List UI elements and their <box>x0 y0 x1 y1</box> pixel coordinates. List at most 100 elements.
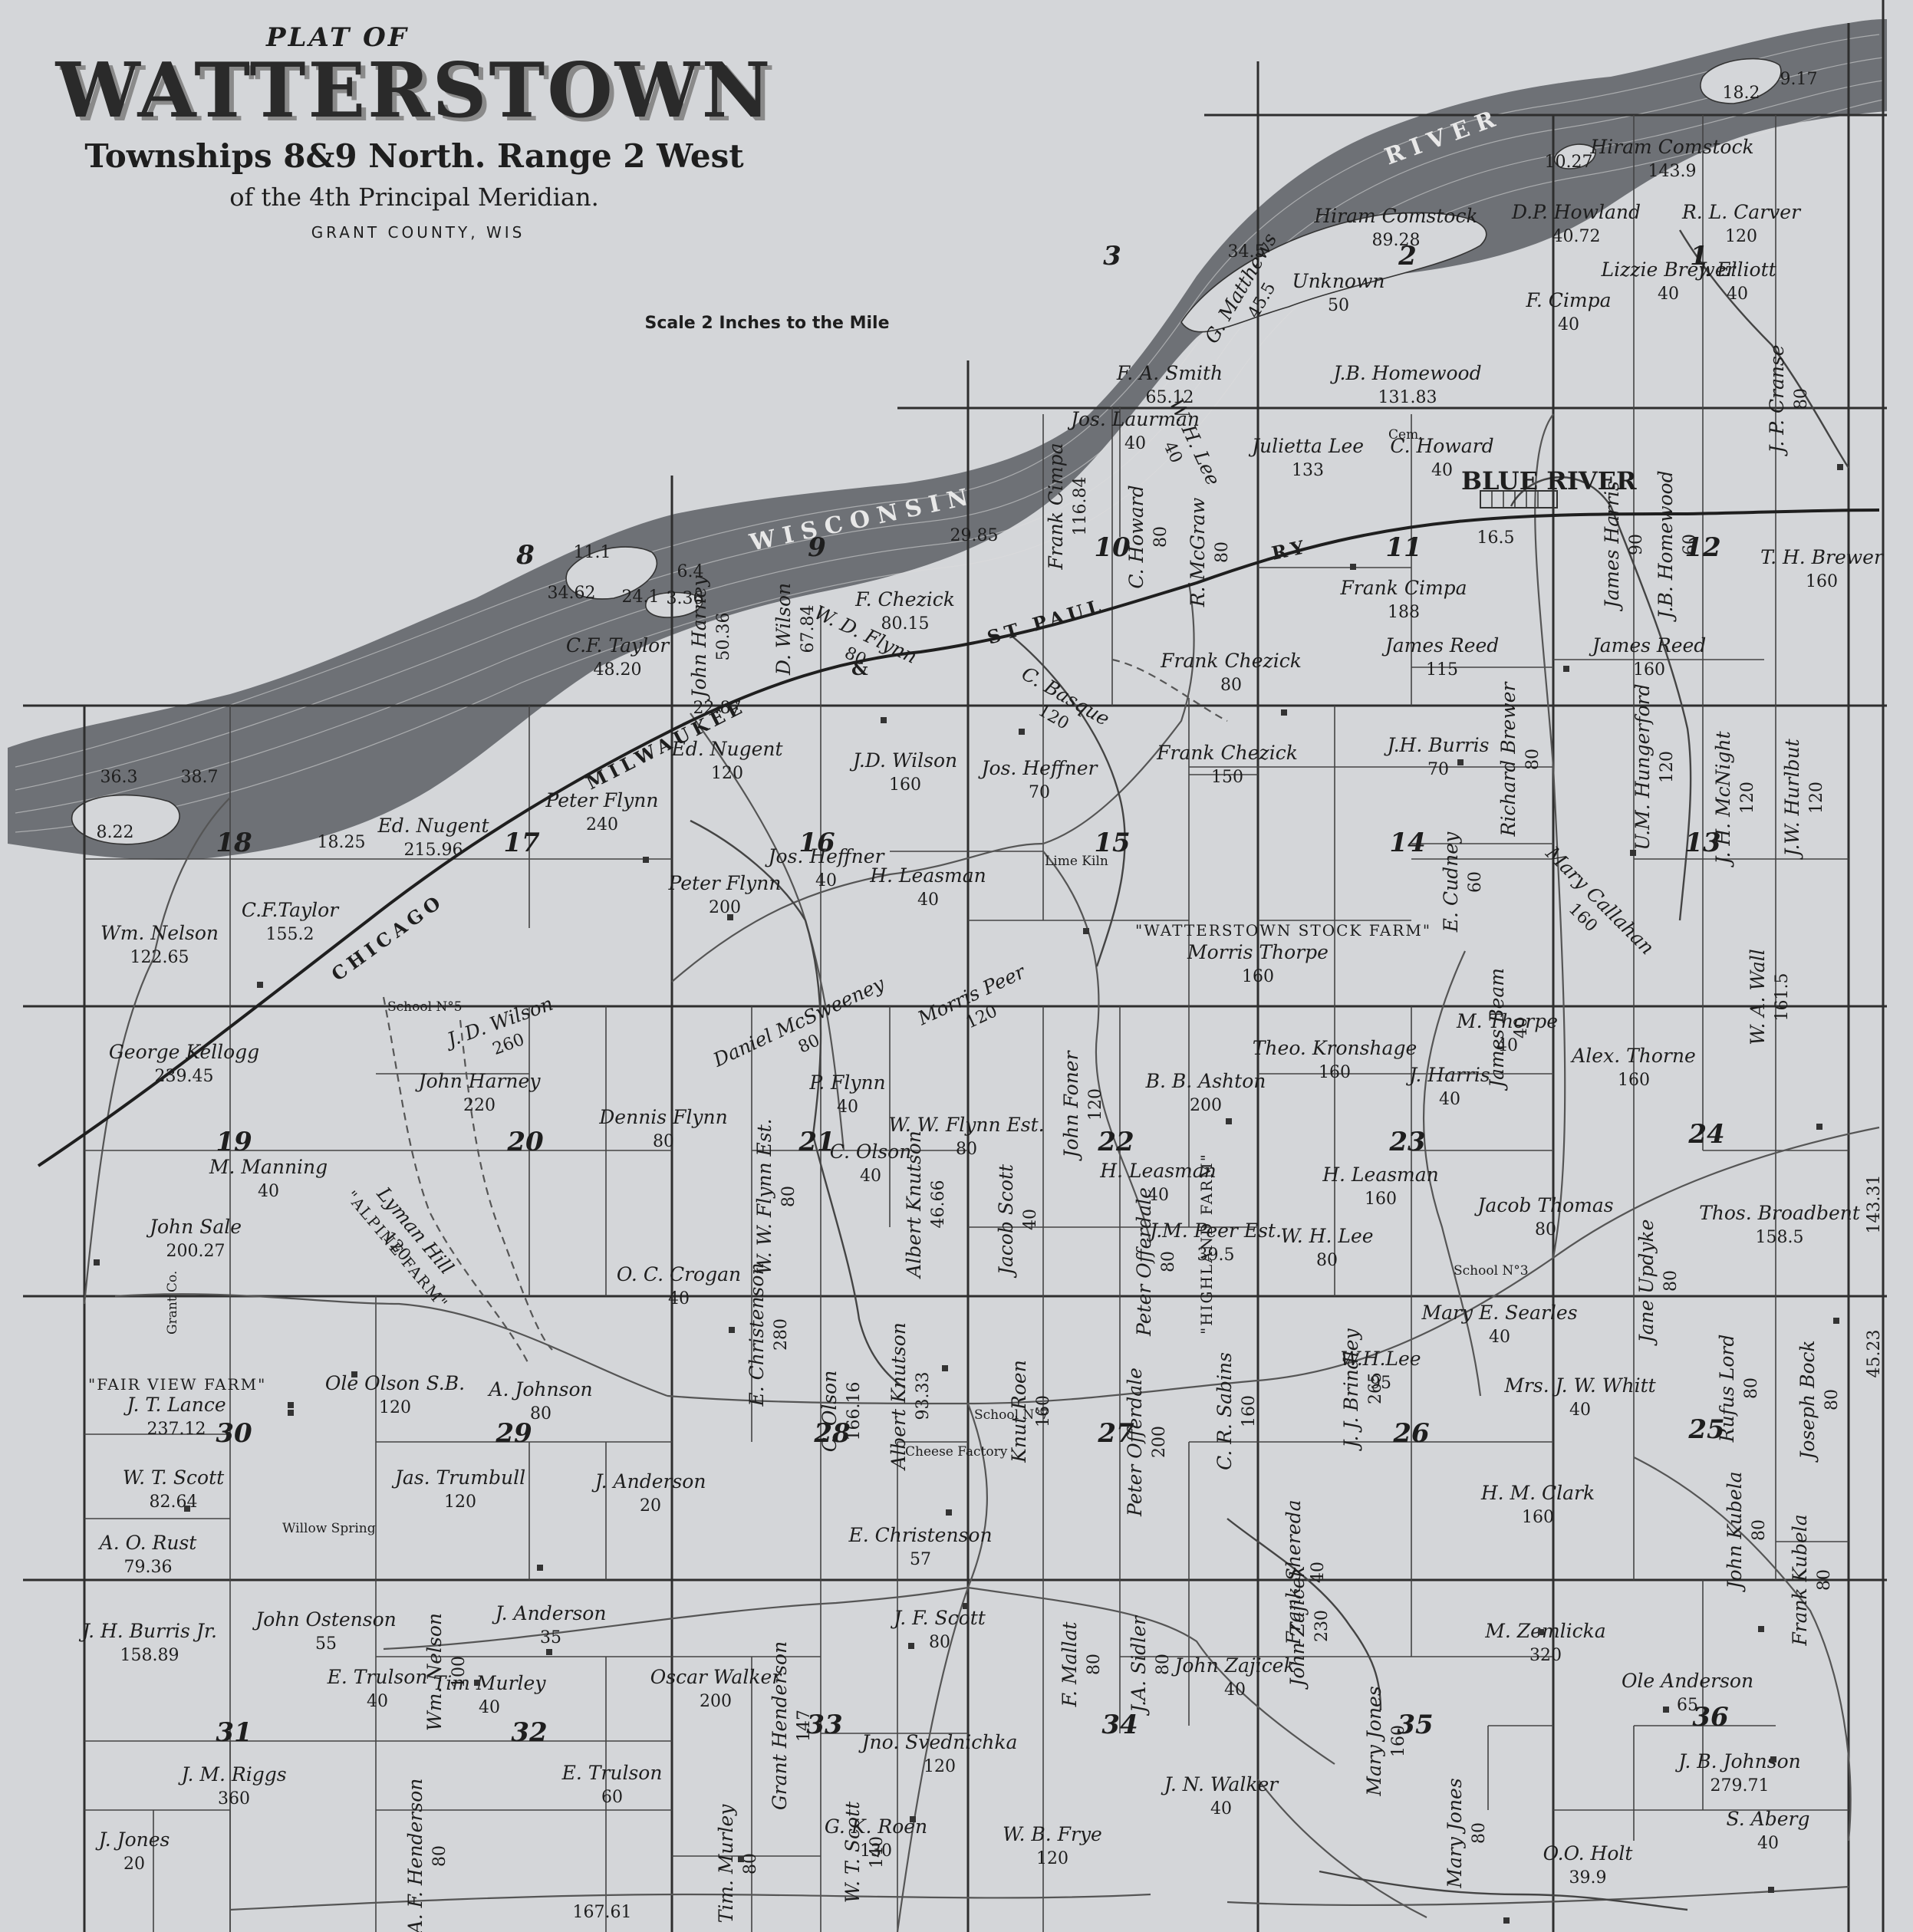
parcel-owner: John Kubela <box>1724 1471 1746 1592</box>
parcel-owner: C. Olson <box>818 1371 841 1453</box>
parcel-owner: John Harney <box>688 575 710 702</box>
parcel-acres: 40 <box>1124 434 1146 453</box>
parcel-acres: 18.2 <box>1723 84 1760 103</box>
parcel-acres: 80 <box>741 1853 760 1874</box>
parcel-owner: Morris Thorpe <box>1187 941 1329 963</box>
parcel-acres: 116.84 <box>1071 477 1090 536</box>
parcel-acres: 265 <box>1366 1372 1385 1404</box>
parcel-acres: 200 <box>1150 1426 1169 1458</box>
parcel-acres: 40 <box>860 1167 881 1186</box>
parcel-owner: John Zajicek <box>1171 1654 1295 1677</box>
parcel-owner: John Ostenson <box>252 1608 396 1631</box>
parcel-acres: 215.96 <box>404 841 463 860</box>
parcel-owner: Daniel McSweeney <box>709 973 888 1072</box>
parcel-owner: F. Cimpa <box>1525 289 1611 311</box>
section-number: 30 <box>216 1418 252 1449</box>
parcel-acres: 160 <box>1633 660 1665 680</box>
parcel: W. W. Flynn Est.80 <box>753 1118 798 1274</box>
parcel-acres: 40 <box>837 1098 858 1117</box>
parcel-owner: J.M. Peer Est. <box>1146 1219 1282 1242</box>
section-number: 3 <box>1103 241 1121 272</box>
parcel-owner: Frank Kubela <box>1789 1514 1811 1646</box>
section-number: 14 <box>1389 828 1425 858</box>
section-number: 21 <box>798 1127 835 1157</box>
parcel-acres: 60 <box>1681 534 1700 555</box>
parcel-owner: C. Howard <box>1390 435 1493 457</box>
parcel-acres: 80 <box>1316 1251 1338 1270</box>
island <box>1700 58 1782 104</box>
parcel-acres: 95 <box>1370 1374 1391 1393</box>
title-county: GRANT COUNTY, WIS <box>311 223 525 242</box>
parcel-acres: 147 <box>795 1710 814 1742</box>
parcel-acres: 35 <box>540 1628 561 1647</box>
parcel-acres: 115 <box>1426 660 1458 680</box>
section-number: 35 <box>1397 1710 1433 1740</box>
parcel-acres: 120 <box>1807 782 1826 814</box>
parcel-acres: 82.64 <box>150 1493 198 1512</box>
parcel-acres: 80 <box>1470 1822 1489 1844</box>
parcel-acres: 9.17 <box>1780 70 1818 89</box>
parcel-owner: C. Howard <box>1125 485 1147 588</box>
parcel-owner: J. M. Riggs <box>177 1763 286 1786</box>
parcel-acres: 160 <box>1319 1063 1351 1082</box>
parcel-owner: Unknown <box>1292 270 1385 292</box>
parcel-acres: 3.36 <box>667 589 704 608</box>
parcel-acres: 131.83 <box>1378 388 1437 407</box>
parcel-acres: 40 <box>917 890 939 910</box>
roads <box>83 413 1880 1932</box>
parcel-owner: B. B. Ashton <box>1145 1070 1266 1092</box>
parcel-owner: W. T. Scott <box>123 1466 225 1489</box>
section-number: 27 <box>1097 1418 1134 1449</box>
parcel-acres: 39.5 <box>1197 1246 1235 1265</box>
section-grid <box>23 0 1887 1932</box>
parcel-acres: 40 <box>367 1692 388 1711</box>
parcel-acres: 80 <box>1154 1654 1173 1675</box>
parcel-owner: Albert Knutson <box>887 1322 910 1471</box>
parcel-acres: 161.5 <box>1773 973 1792 1022</box>
section-number: 26 <box>1392 1418 1429 1449</box>
parcel-acres: 20 <box>640 1496 661 1516</box>
parcel-acres: 360 <box>218 1789 250 1809</box>
parcel-acres: 57 <box>910 1550 931 1569</box>
parcel-acres: 60 <box>601 1788 623 1807</box>
parcel-acres: 80 <box>929 1633 950 1652</box>
section-number: 32 <box>511 1717 547 1748</box>
parcel-acres: 80 <box>1535 1220 1556 1239</box>
school-7-label: School N°7 <box>974 1407 1049 1423</box>
parcel-acres: 90 <box>1627 534 1646 555</box>
parcel-acres: 40 <box>1569 1400 1591 1420</box>
parcel-owner: John Sale <box>146 1216 242 1238</box>
parcel-owner: A. F. Henderson <box>404 1779 426 1932</box>
creeks <box>690 229 1849 1911</box>
section-number: 17 <box>503 828 540 858</box>
parcel-acres: 80 <box>1661 1270 1681 1292</box>
parcel-acres: 80 <box>779 1186 798 1207</box>
section-number: 10 <box>1094 532 1131 563</box>
parcel-acres: 40.72 <box>1552 227 1601 246</box>
